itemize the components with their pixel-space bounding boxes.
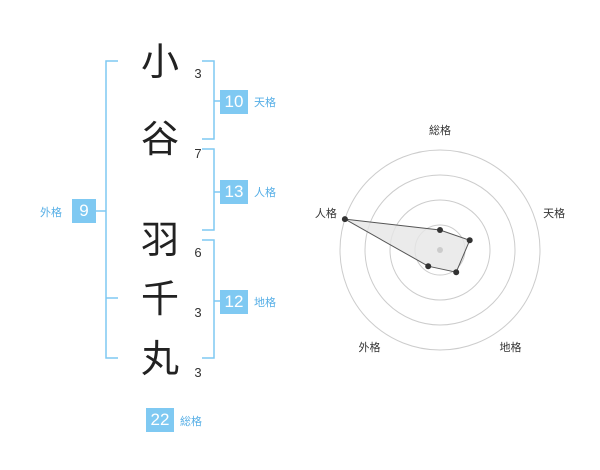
chikaku-bracket (202, 239, 215, 359)
radar-axis-label-3: 地格 (500, 340, 522, 354)
radar-point-3 (453, 269, 460, 276)
chikaku-value: 12 (220, 290, 248, 314)
name-char-4: 千 (140, 277, 179, 321)
radar-point-2 (466, 237, 473, 244)
name-char-5: 丸 (140, 337, 179, 381)
radar-ring-2 (389, 199, 491, 301)
radar-center-dot (437, 247, 443, 253)
jinkaku-value: 13 (220, 180, 248, 204)
radar-axis-label-4: 外格 (359, 340, 381, 354)
chikaku-label: 地格 (254, 296, 276, 309)
radar-point-4 (425, 263, 432, 270)
radar-ring-3 (364, 174, 516, 326)
radar-axis-label-1: 総格 (429, 123, 451, 137)
soukaku-value: 22 (146, 408, 174, 432)
name-char-2: 谷 (140, 117, 179, 161)
tenkaku-bracket (202, 60, 215, 140)
stroke-count-4: 3 (194, 305, 202, 320)
radar-point-1 (437, 227, 443, 233)
radar-axis-label-2: 天格 (543, 206, 565, 220)
radar-ring-4 (339, 149, 541, 351)
radar-point-5 (341, 216, 348, 223)
soukaku-label: 総格 (180, 415, 202, 428)
stroke-count-5: 3 (194, 365, 202, 380)
gaikaku-value: 9 (72, 199, 96, 223)
jinkaku-bracket (202, 148, 215, 231)
stroke-count-2: 7 (194, 146, 202, 161)
name-char-1: 小 (140, 40, 179, 84)
outer-bracket (105, 60, 118, 359)
gaikaku-label: 外格 (40, 206, 62, 219)
name-char-3: 羽 (140, 218, 179, 262)
tenkaku-value: 10 (220, 90, 248, 114)
tenkaku-label: 天格 (254, 96, 276, 109)
radar-axis-label-5: 人格 (315, 206, 337, 220)
stroke-count-1: 3 (194, 66, 202, 81)
stroke-count-3: 6 (194, 245, 202, 260)
jinkaku-label: 人格 (254, 186, 276, 199)
